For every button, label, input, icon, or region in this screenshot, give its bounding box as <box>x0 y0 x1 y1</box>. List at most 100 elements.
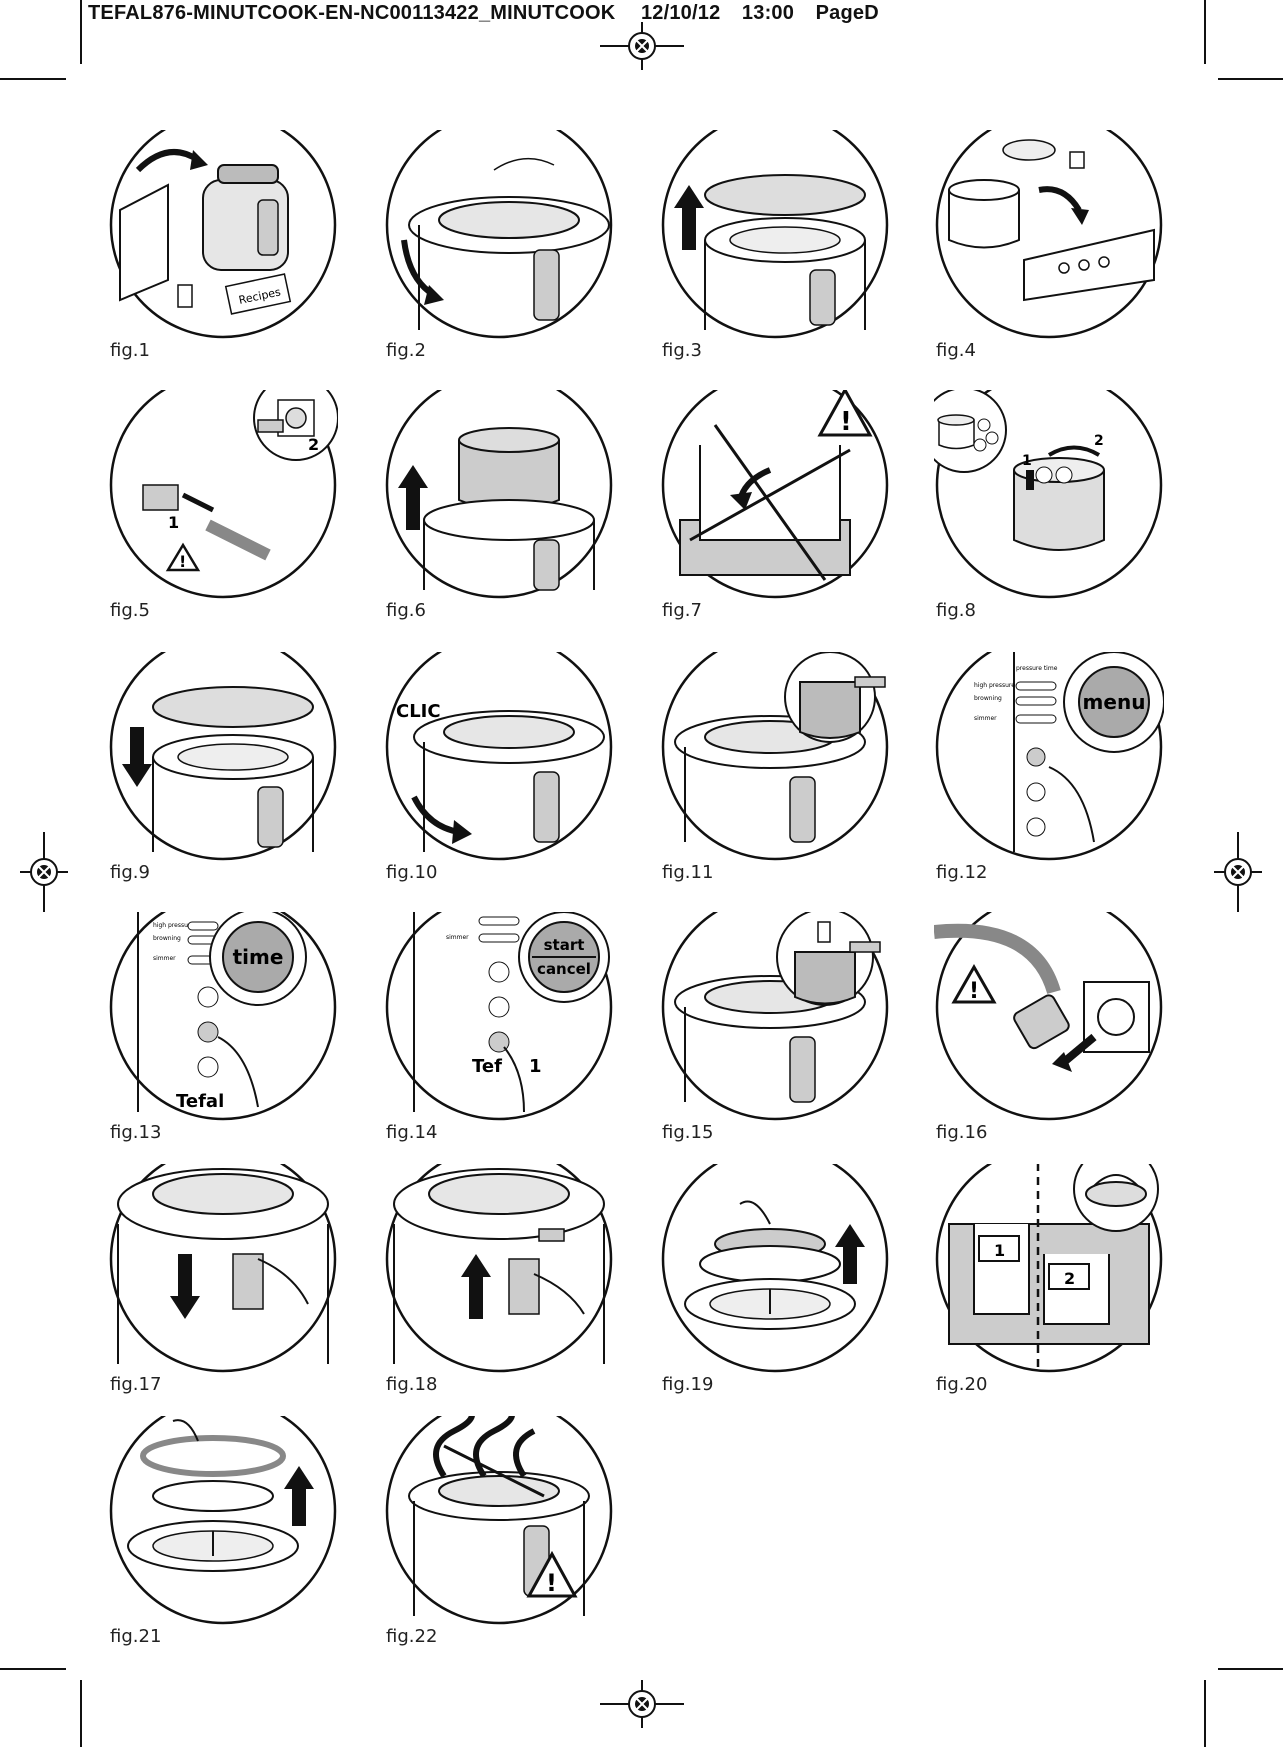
figure-16: ! fig.16 <box>934 912 1164 1152</box>
figure-caption: fig.8 <box>936 600 976 621</box>
high-pressure-label: high pressure <box>153 922 194 929</box>
figure-caption: fig.9 <box>110 862 150 883</box>
menu-button-illustration: pressure time high pressure browning sim… <box>935 652 1164 861</box>
figure-caption: fig.21 <box>110 1626 162 1647</box>
slug-page: PageD <box>815 2 879 24</box>
remove-seal-illustration <box>109 1416 337 1625</box>
tefal-logo-digit: 1 <box>529 1056 542 1077</box>
figure-caption: fig.19 <box>662 1374 714 1395</box>
slug-date: 12/10/12 <box>640 2 721 24</box>
figure-8: 1 2 fig.8 <box>934 390 1164 630</box>
crop-mark-bottom-right-v <box>1204 1680 1206 1747</box>
close-lid-illustration: CLIC <box>385 652 613 861</box>
step-2-label: 2 <box>308 435 319 454</box>
figure-5: 2 1 ! fig.5 <box>108 390 338 630</box>
figure-caption: fig.20 <box>936 1374 988 1395</box>
print-slug: TEFAL876-MINUTCOOK-EN-NC00113422_MINUTCO… <box>88 2 879 25</box>
figure-19: fig.19 <box>660 1164 890 1404</box>
fill-levels-illustration: 1 2 <box>935 1164 1163 1373</box>
warning-crossed-illustration: ! <box>661 390 889 599</box>
level-1-label: 1 <box>994 1241 1005 1260</box>
start-button-illustration: simmer Tef 1 start cancel <box>385 912 613 1121</box>
figure-3: fig.3 <box>660 130 890 370</box>
figure-22: ! fig.22 <box>384 1416 614 1656</box>
crop-mark-bottom-left-h <box>0 1668 66 1670</box>
figure-caption: fig.6 <box>386 600 426 621</box>
figure-caption: fig.10 <box>386 862 438 883</box>
figure-caption: fig.13 <box>110 1122 162 1143</box>
figure-21: fig.21 <box>108 1416 338 1656</box>
figure-caption: fig.17 <box>110 1374 162 1395</box>
crop-mark-bottom-left-v <box>80 1680 82 1747</box>
svg-text:!: ! <box>969 979 979 1004</box>
figure-20: 1 2 fig.20 <box>934 1164 1164 1404</box>
slug-time: 13:00 <box>741 2 795 24</box>
figure-caption: fig.5 <box>110 600 150 621</box>
figure-11: fig.11 <box>660 652 890 892</box>
svg-text:!: ! <box>840 407 852 437</box>
registration-mark-bottom <box>600 1680 684 1728</box>
time-button-label: time <box>233 945 284 969</box>
lift-plate-illustration <box>661 1164 889 1373</box>
svg-text:!: ! <box>546 1569 557 1597</box>
figure-15: fig.15 <box>660 912 890 1152</box>
place-lid-illustration <box>109 652 337 861</box>
browning-label: browning <box>974 695 1002 702</box>
figure-caption: fig.11 <box>662 862 714 883</box>
crop-mark-bottom-right-h <box>1218 1668 1283 1670</box>
crop-mark-top-left-h <box>0 78 66 80</box>
figure-1: Recipes fig.1 <box>108 130 338 370</box>
crop-mark-top-left-v <box>80 0 82 64</box>
plug-in-illustration: 2 1 ! <box>109 390 338 599</box>
lift-lid-illustration <box>661 130 889 339</box>
figure-caption: fig.2 <box>386 340 426 361</box>
step-1-label: 1 <box>1022 453 1032 469</box>
figure-14: simmer Tef 1 start cancel fig.14 <box>384 912 614 1152</box>
figure-caption: fig.14 <box>386 1122 438 1143</box>
insert-collector-illustration <box>385 1164 613 1373</box>
figure-caption: fig.15 <box>662 1122 714 1143</box>
wash-parts-illustration <box>935 130 1163 339</box>
pressure-time-label: pressure time <box>1016 665 1058 672</box>
unplug-illustration: ! <box>934 912 1163 1121</box>
open-lid-illustration <box>385 130 613 339</box>
figure-18: fig.18 <box>384 1164 614 1404</box>
figure-4: fig.4 <box>934 130 1164 370</box>
step-1-label: 1 <box>168 513 179 532</box>
cancel-label: cancel <box>537 960 591 978</box>
crop-mark-top-right-v <box>1204 0 1206 64</box>
tefal-logo-text: Tefal <box>176 1091 224 1112</box>
figure-caption: fig.22 <box>386 1626 438 1647</box>
browning-label: browning <box>153 935 181 942</box>
svg-text:!: ! <box>179 552 186 571</box>
figure-9: fig.9 <box>108 652 338 892</box>
figure-17: fig.17 <box>108 1164 338 1404</box>
figure-12: pressure time high pressure browning sim… <box>934 652 1164 892</box>
high-pressure-label: high pressure <box>974 682 1015 689</box>
registration-mark-top <box>600 22 684 70</box>
figure-caption: fig.7 <box>662 600 702 621</box>
figure-caption: fig.3 <box>662 340 702 361</box>
figure-13: high pressure browning simmer Tefal time… <box>108 912 338 1152</box>
figure-6: fig.6 <box>384 390 614 630</box>
figure-caption: fig.4 <box>936 340 976 361</box>
remove-collector-illustration <box>109 1164 337 1373</box>
steam-basket-illustration: 1 2 <box>934 390 1163 599</box>
figure-2: fig.2 <box>384 130 614 370</box>
unboxing-illustration: Recipes <box>109 130 337 339</box>
valve-illustration <box>661 652 889 861</box>
clic-label: CLIC <box>396 701 441 722</box>
simmer-label: simmer <box>446 934 469 941</box>
slug-text: TEFAL876-MINUTCOOK-EN-NC00113422_MINUTCO… <box>88 2 616 24</box>
registration-mark-left <box>20 832 68 912</box>
level-2-label: 2 <box>1064 1269 1075 1288</box>
release-valve-illustration <box>661 912 889 1121</box>
tefal-logo-text: Tef <box>472 1056 502 1077</box>
simmer-label: simmer <box>974 715 997 722</box>
crop-mark-top-right-h <box>1218 78 1283 80</box>
figure-7: ! fig.7 <box>660 390 890 630</box>
steam-warning-illustration: ! <box>385 1416 613 1625</box>
start-label: start <box>544 936 585 954</box>
time-button-illustration: high pressure browning simmer Tefal time <box>109 912 337 1121</box>
insert-bowl-illustration <box>385 390 613 599</box>
